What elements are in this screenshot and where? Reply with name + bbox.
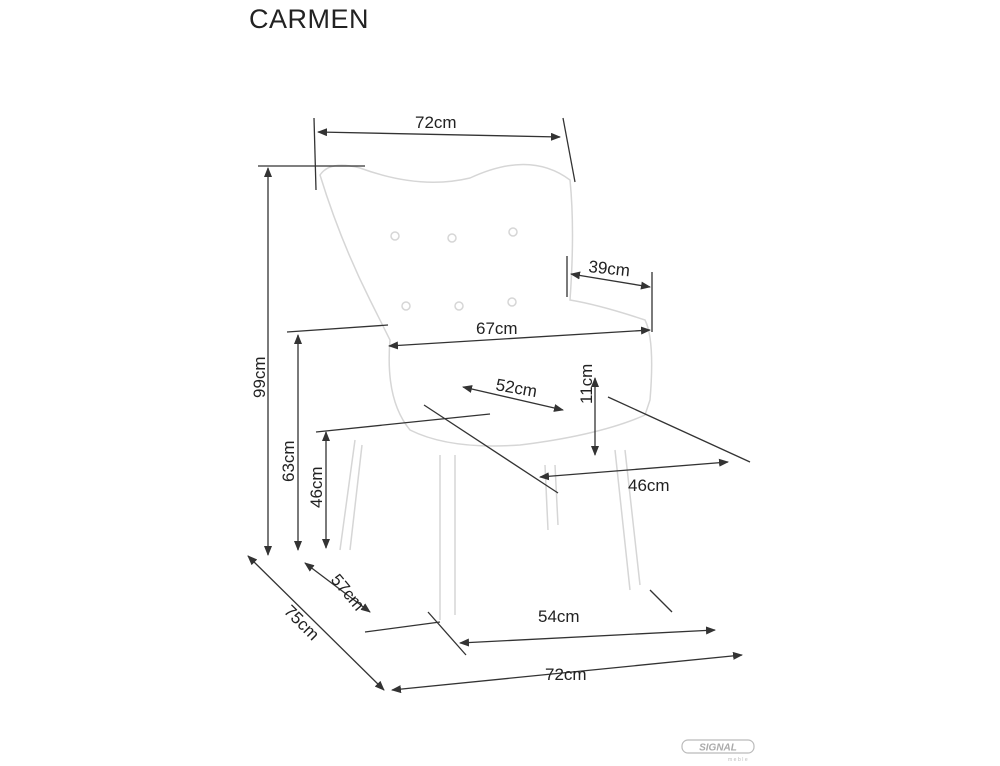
label-seat-depth: 52cm — [494, 375, 538, 401]
dim-armrest-depth — [570, 271, 651, 290]
label-armrest-depth: 39cm — [588, 257, 631, 280]
dim-width-top — [317, 128, 561, 141]
label-seat-width: 46cm — [628, 476, 670, 495]
product-title: CARMEN — [249, 4, 370, 34]
dimension-lines — [247, 117, 751, 694]
dim-seat-width — [539, 458, 729, 481]
svg-text:meble: meble — [728, 757, 749, 763]
label-cushion: 11cm — [577, 364, 596, 404]
svg-text:SIGNAL: SIGNAL — [699, 743, 737, 754]
dim-depth-total — [247, 555, 385, 691]
label-seat-height: 46cm — [307, 466, 326, 508]
dim-leg-width — [459, 626, 716, 647]
label-inner-width: 67cm — [476, 319, 518, 338]
signal-logo: SIGNAL meble — [681, 739, 755, 763]
label-width-bottom: 72cm — [545, 665, 587, 684]
label-armrest-height: 63cm — [279, 440, 298, 482]
dim-seat-depth — [462, 385, 564, 412]
label-width-top: 72cm — [415, 113, 457, 132]
dim-inner-width — [388, 326, 651, 350]
label-leg-width: 54cm — [538, 607, 580, 626]
label-leg-depth: 57cm — [327, 570, 368, 614]
label-height-total: 99cm — [250, 356, 269, 398]
dim-width-bottom — [391, 651, 743, 694]
